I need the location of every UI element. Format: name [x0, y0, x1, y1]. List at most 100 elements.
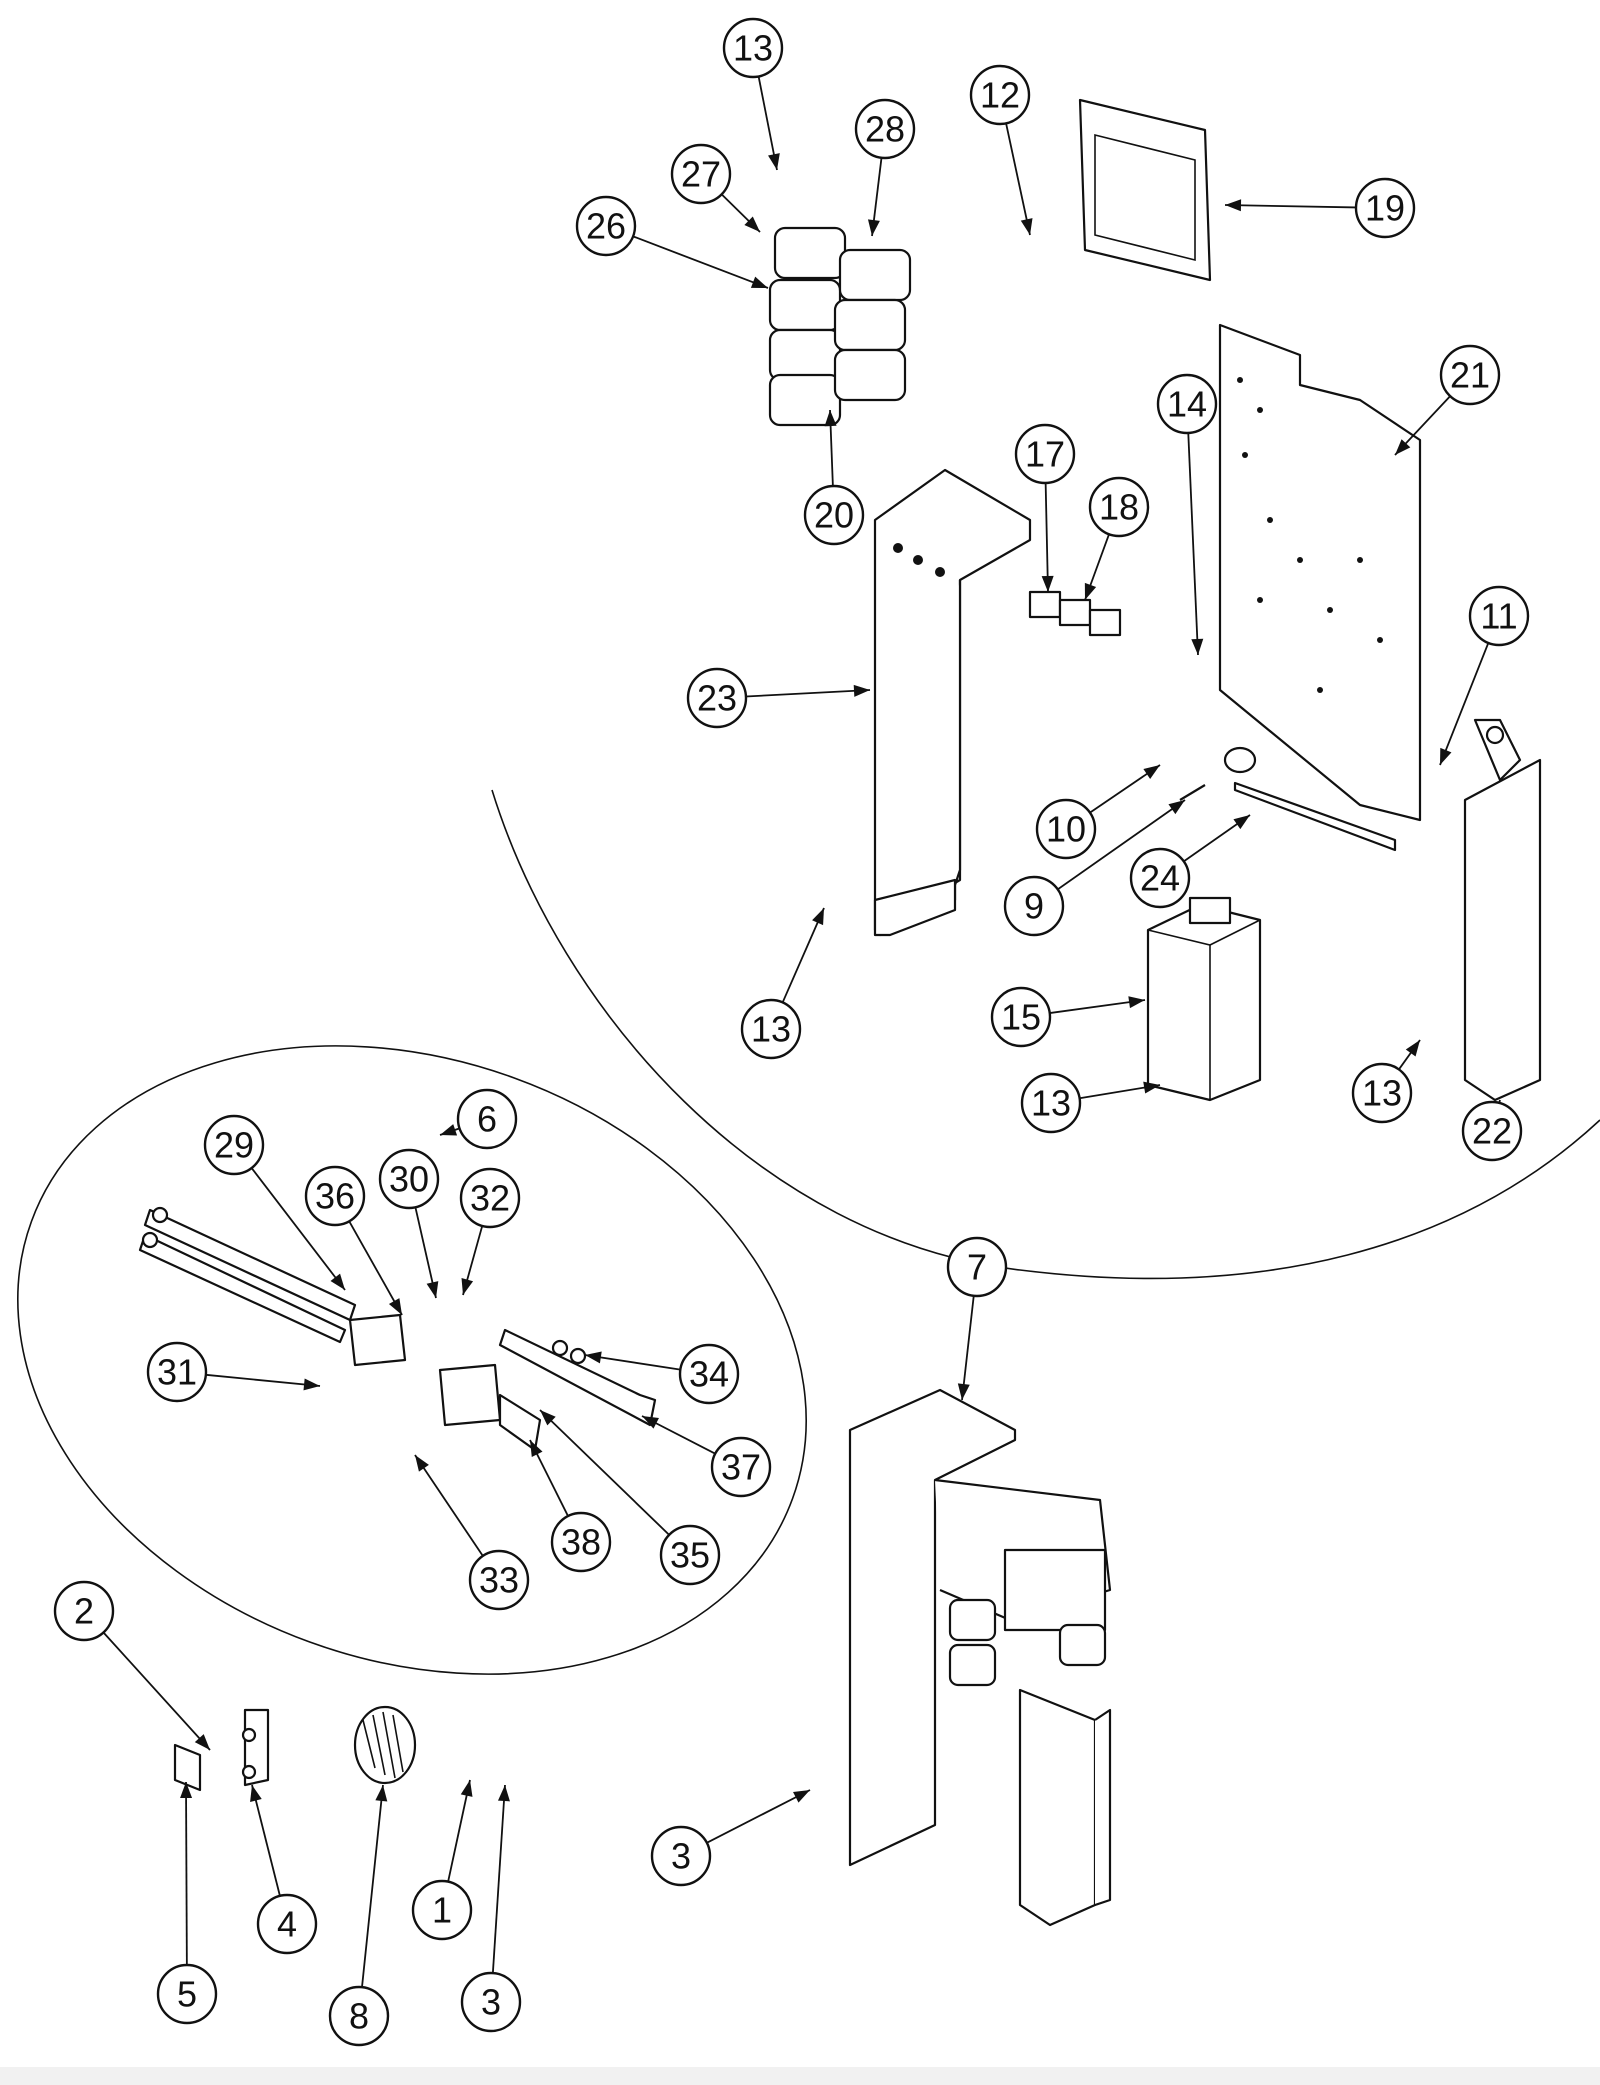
callout-label: 7	[967, 1247, 987, 1288]
callout-circle	[550, 1511, 612, 1573]
callout-bubble: 38	[550, 1511, 612, 1573]
relays-17-18	[1028, 590, 1122, 637]
callout-arrowhead	[415, 1455, 429, 1472]
callout-bubble: 9	[1003, 875, 1065, 937]
callout-bubble: 3	[650, 1825, 712, 1887]
callout-bubble: 35	[659, 1524, 721, 1586]
callout-label: 29	[214, 1125, 254, 1166]
callout-label: 21	[1450, 355, 1490, 396]
callout-label: 13	[751, 1009, 791, 1050]
callout-arrowhead	[440, 1124, 458, 1136]
callout-circle	[678, 1343, 740, 1405]
callout-label: 8	[349, 1996, 369, 2037]
callout-leader	[706, 1789, 811, 1844]
callout-bubble: 27	[670, 143, 732, 205]
callout-label: 5	[177, 1974, 197, 2015]
callout-arrowhead	[957, 1383, 970, 1400]
callout-arrowhead	[426, 1281, 439, 1298]
callout-arrowhead	[1225, 199, 1242, 212]
callout-bubble: 2	[53, 1580, 115, 1642]
callout-bubble: 3	[460, 1971, 522, 2033]
callout-leader	[185, 1781, 188, 1966]
callout-bubble: 13	[1020, 1072, 1082, 1134]
callout-label: 27	[681, 154, 721, 195]
callout-arrowhead	[330, 1273, 345, 1290]
callout-bubble: 34	[678, 1343, 740, 1405]
callout-arrowhead	[1084, 582, 1097, 600]
callout-bubble: 15	[990, 986, 1052, 1048]
callout-arrowhead	[388, 1298, 402, 1315]
callout-leader	[781, 907, 825, 1003]
callout-leader	[250, 1167, 346, 1291]
callout-leader	[205, 1373, 321, 1387]
callout-leader	[491, 1784, 506, 1974]
callout-circle	[1003, 875, 1065, 937]
callout-arrowhead	[194, 1734, 210, 1750]
callout-label: 34	[689, 1354, 729, 1395]
callout-label: 23	[697, 678, 737, 719]
callout-bubble: 5	[156, 1963, 218, 2025]
callout-label: 33	[479, 1560, 519, 1601]
callout-label: 13	[1362, 1073, 1402, 1114]
callout-circle	[969, 64, 1031, 126]
channel-24	[1233, 781, 1397, 852]
callout-label: 32	[470, 1178, 510, 1219]
callout-bubble: 30	[378, 1148, 440, 1210]
callout-leader	[414, 1454, 484, 1557]
callout-circle	[468, 1549, 530, 1611]
callout-circle	[146, 1341, 208, 1403]
callout-bubble: 13	[1351, 1062, 1413, 1124]
solenoid-cluster	[768, 226, 912, 427]
callout-bubble: 17	[1014, 423, 1076, 485]
callout-circle	[1461, 1100, 1523, 1162]
callout-arrowhead	[853, 684, 870, 697]
callout-circle	[740, 998, 802, 1060]
callout-label: 4	[277, 1904, 297, 1945]
callout-circle	[710, 1436, 772, 1498]
callout-arrowhead	[1233, 815, 1250, 830]
callout-circle	[459, 1167, 521, 1229]
callout-bubble: 31	[146, 1341, 208, 1403]
callout-circle	[1088, 476, 1150, 538]
callout-label: 3	[671, 1836, 691, 1877]
callout-label: 15	[1001, 997, 1041, 1038]
callout-label: 13	[1031, 1083, 1071, 1124]
callout-bubble: 37	[710, 1436, 772, 1498]
callout-label: 6	[477, 1099, 497, 1140]
callout-leader	[1044, 482, 1049, 593]
callout-arrowhead	[1143, 1081, 1160, 1094]
callout-circle	[722, 17, 784, 79]
callout-bubble: 14	[1156, 373, 1218, 435]
callout-bubble: 8	[328, 1985, 390, 2047]
mounting-panel-21	[1218, 323, 1422, 822]
callout-circle	[256, 1893, 318, 1955]
callout-circle	[411, 1879, 473, 1941]
callout-leader	[1439, 642, 1490, 766]
callout-label: 38	[561, 1522, 601, 1563]
callout-bubble: 13	[740, 998, 802, 1060]
harness-detail-6	[138, 1206, 657, 1452]
terminal-block-2-4-5	[173, 1708, 270, 1792]
callout-circle	[156, 1963, 218, 2025]
callout-arrowhead	[1440, 747, 1452, 765]
callout-leader	[539, 1409, 670, 1536]
callout-label: 10	[1046, 809, 1086, 850]
callout-label: 18	[1099, 487, 1139, 528]
callout-arrowhead	[824, 410, 837, 427]
callout-arrowhead	[1395, 439, 1411, 455]
callout-leader	[1049, 999, 1146, 1014]
callout-circle	[456, 1088, 518, 1150]
callout-bubble: 23	[686, 667, 748, 729]
callout-circle	[659, 1524, 721, 1586]
callout-bubble: 6	[456, 1088, 518, 1150]
callout-arrowhead	[1405, 1040, 1420, 1057]
callout-circle	[1468, 585, 1530, 647]
callout-circle	[53, 1580, 115, 1642]
callout-label: 24	[1140, 858, 1180, 899]
callout-bubble: 1	[411, 1879, 473, 1941]
callout-circle	[575, 195, 637, 257]
callout-label: 37	[721, 1447, 761, 1488]
callout-label: 11	[1480, 596, 1517, 637]
